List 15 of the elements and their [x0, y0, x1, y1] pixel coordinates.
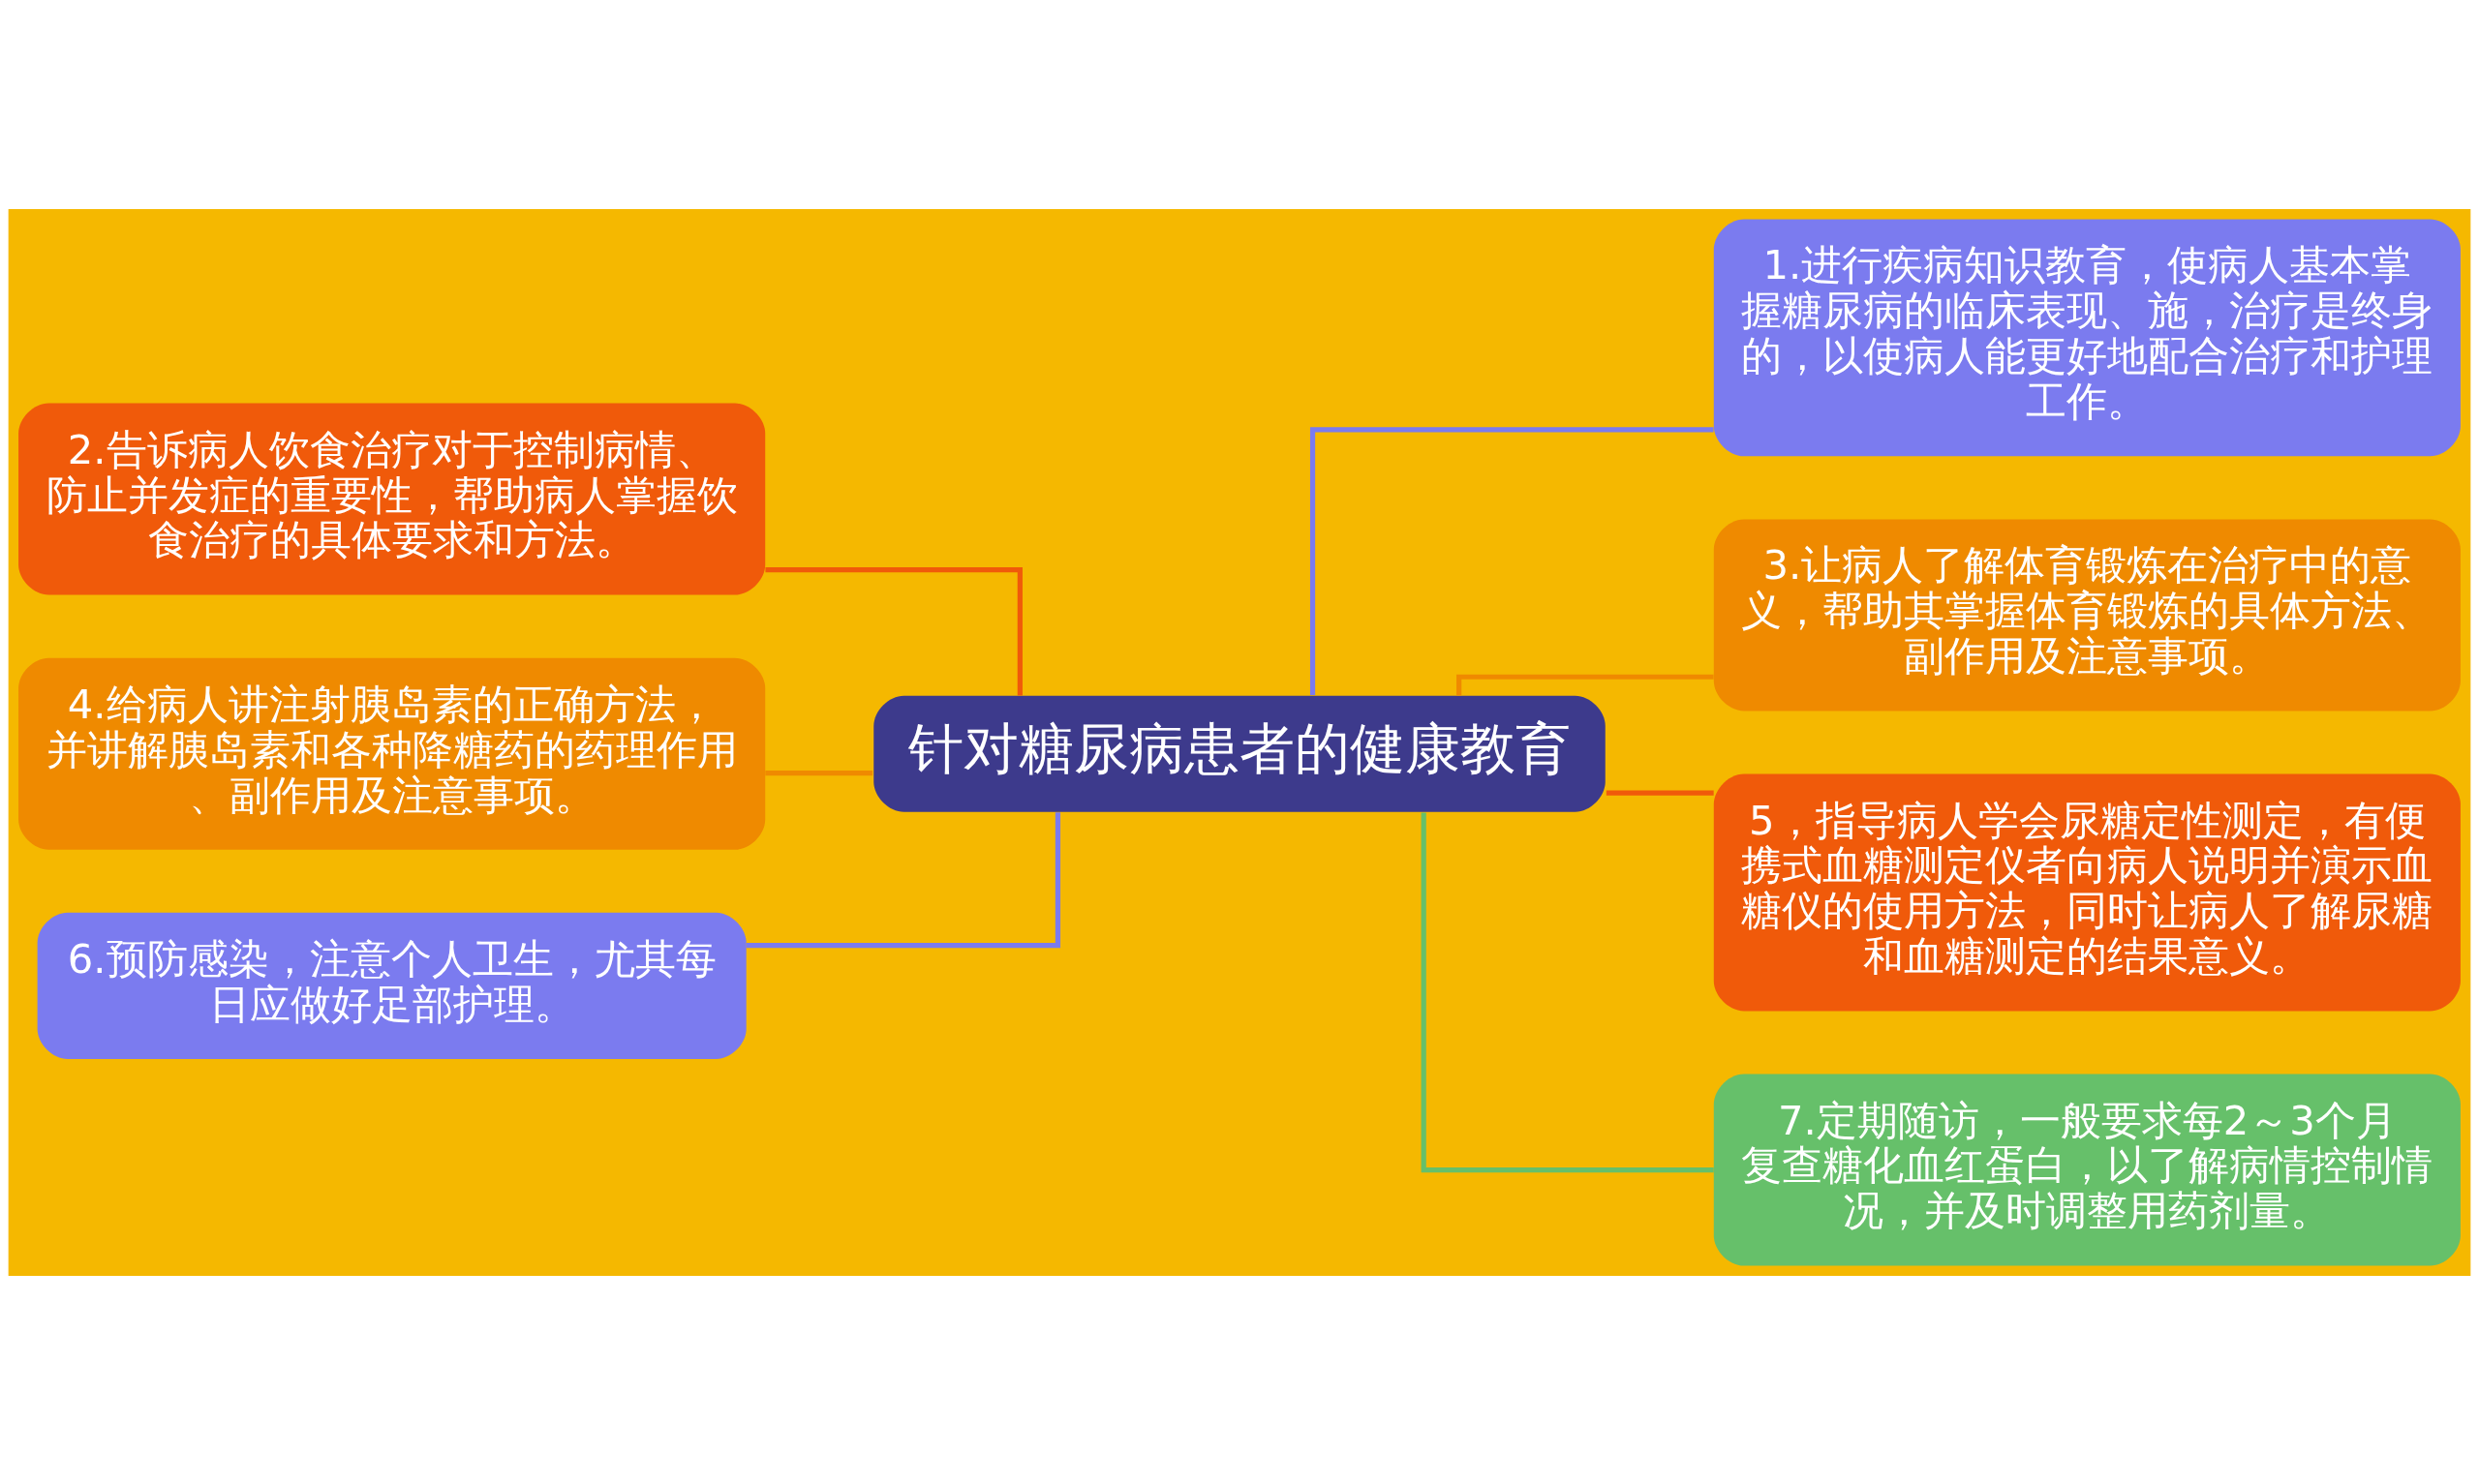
node-box: 7.定期随访，一般要求每2～3个月复查糖化血红蛋白，以了解病情控制情况，并及时调整用药剂量。 [1713, 1074, 2461, 1266]
node-box: 针对糖尿病患者的健康教育 [873, 695, 1606, 812]
node-box: 5，指导病人学会尿糖定性测定，有便携式血糖测定仪者向病人说明并演示血糖仪的使用方法，同时让病人了解尿糖和血糖测定的结果意义。 [1713, 773, 2461, 1011]
node-box: 3.让病人了解体育锻炼在治疗中的意义，帮助其掌握体育锻炼的具体方法、副作用及注意事项。 [1713, 518, 2461, 711]
connector [1421, 811, 1714, 1172]
node-box: 1.进行疾病知识教育，使病人基本掌握糖尿病的临床表现、施，治疗是终身的，以使病人能更好地配合治疗和护理工作。 [1713, 218, 2461, 456]
connector [765, 770, 873, 775]
connector [1606, 790, 1714, 796]
connector [765, 566, 1023, 696]
node-box: 4.给病人讲注射胰岛素的正确方法，并讲解胰岛素和各种降糖药的药理作用、副作用及注意事项。 [18, 657, 766, 850]
connector [746, 811, 1061, 948]
node-box: 6.预防感染，注意个人卫生，尤其每日应做好足部护理。 [37, 912, 747, 1059]
connector [1456, 674, 1714, 695]
node-box: 2.告诉病人饮食治疗对于控制病情、防止并发症的重要性，帮助病人掌握饮食治疗的具体要求和方法。 [18, 403, 766, 595]
connector [1309, 426, 1714, 695]
